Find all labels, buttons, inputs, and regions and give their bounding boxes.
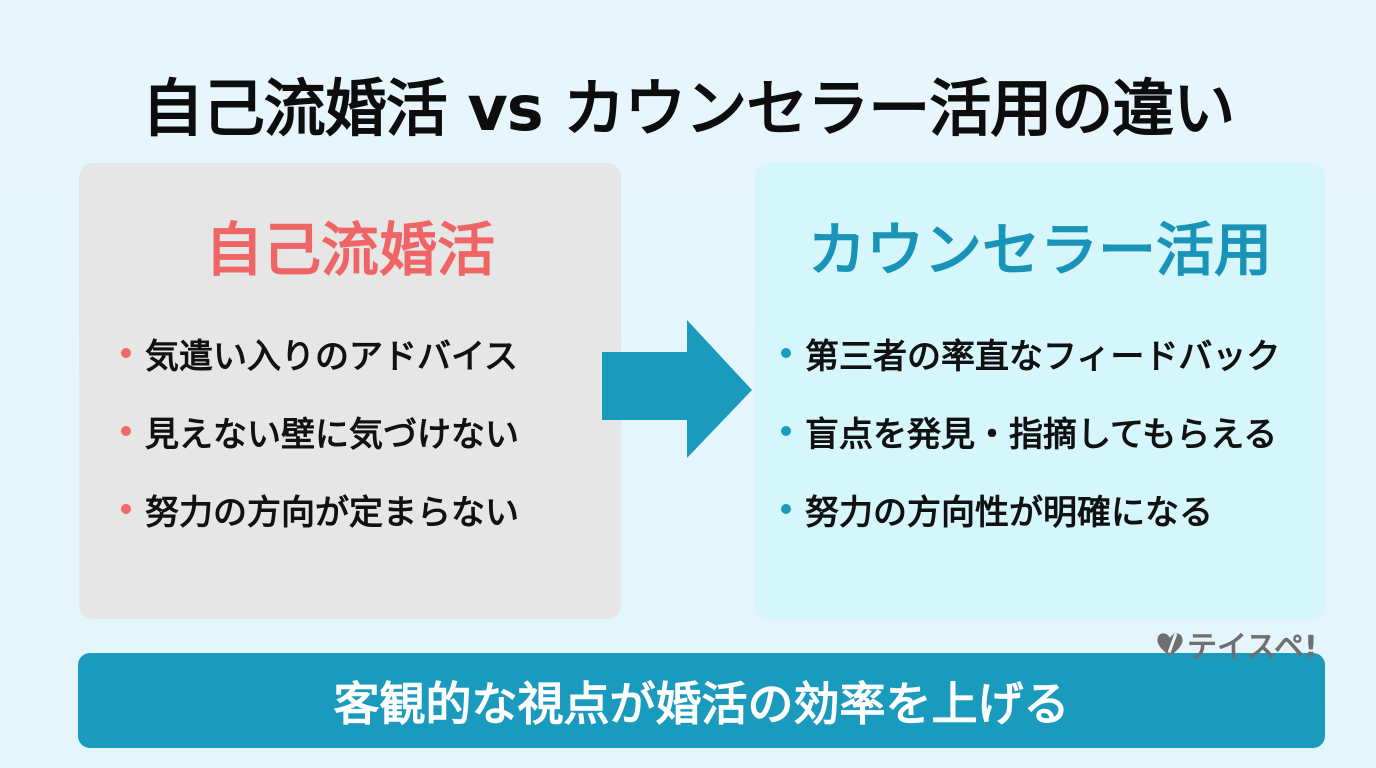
bullet-icon xyxy=(121,426,131,436)
counselor-list: 第三者の率直なフィードバック 盲点を発見・指摘してもらえる 努力の方向性が明確に… xyxy=(781,333,1280,567)
counselor-panel: カウンセラー活用 第三者の率直なフィードバック 盲点を発見・指摘してもらえる 努… xyxy=(755,163,1325,619)
list-item: 見えない壁に気づけない xyxy=(121,411,519,455)
page-title: 自己流婚活 vs カウンセラー活用の違い xyxy=(141,72,1236,145)
list-item-text: 努力の方向性が明確になる xyxy=(805,492,1213,533)
list-item-text: 第三者の率直なフィードバック xyxy=(805,336,1281,377)
list-item-text: 見えない壁に気づけない xyxy=(145,414,519,455)
summary-banner: 客観的な視点が婚活の効率を上げる xyxy=(78,653,1325,748)
list-item: 気遣い入りのアドバイス xyxy=(121,333,519,377)
list-item: 第三者の率直なフィードバック xyxy=(781,333,1280,377)
bullet-icon xyxy=(781,504,791,514)
heart-ladder-icon xyxy=(1157,633,1183,656)
bullet-icon xyxy=(781,348,791,358)
bullet-icon xyxy=(121,504,131,514)
list-item: 努力の方向性が明確になる xyxy=(781,489,1280,533)
self-style-heading: 自己流婚活 xyxy=(204,216,495,284)
list-item-text: 努力の方向が定まらない xyxy=(145,492,519,533)
list-item: 盲点を発見・指摘してもらえる xyxy=(781,411,1280,455)
counselor-heading: カウンセラー活用 xyxy=(807,216,1272,284)
logo: テイスペ! xyxy=(1155,622,1318,666)
list-item-text: 気遣い入りのアドバイス xyxy=(145,336,518,377)
logo-text: テイスペ! xyxy=(1187,630,1318,665)
list-item: 努力の方向が定まらない xyxy=(121,489,519,533)
self-style-list: 気遣い入りのアドバイス 見えない壁に気づけない 努力の方向が定まらない xyxy=(121,333,519,567)
banner-text: 客観的な視点が婚活の効率を上げる xyxy=(333,676,1070,731)
bullet-icon xyxy=(121,348,131,358)
right-arrow-icon xyxy=(602,320,752,458)
self-style-panel: 自己流婚活 気遣い入りのアドバイス 見えない壁に気づけない 努力の方向が定まらな… xyxy=(79,163,621,619)
bullet-icon xyxy=(781,426,791,436)
list-item-text: 盲点を発見・指摘してもらえる xyxy=(805,414,1278,455)
